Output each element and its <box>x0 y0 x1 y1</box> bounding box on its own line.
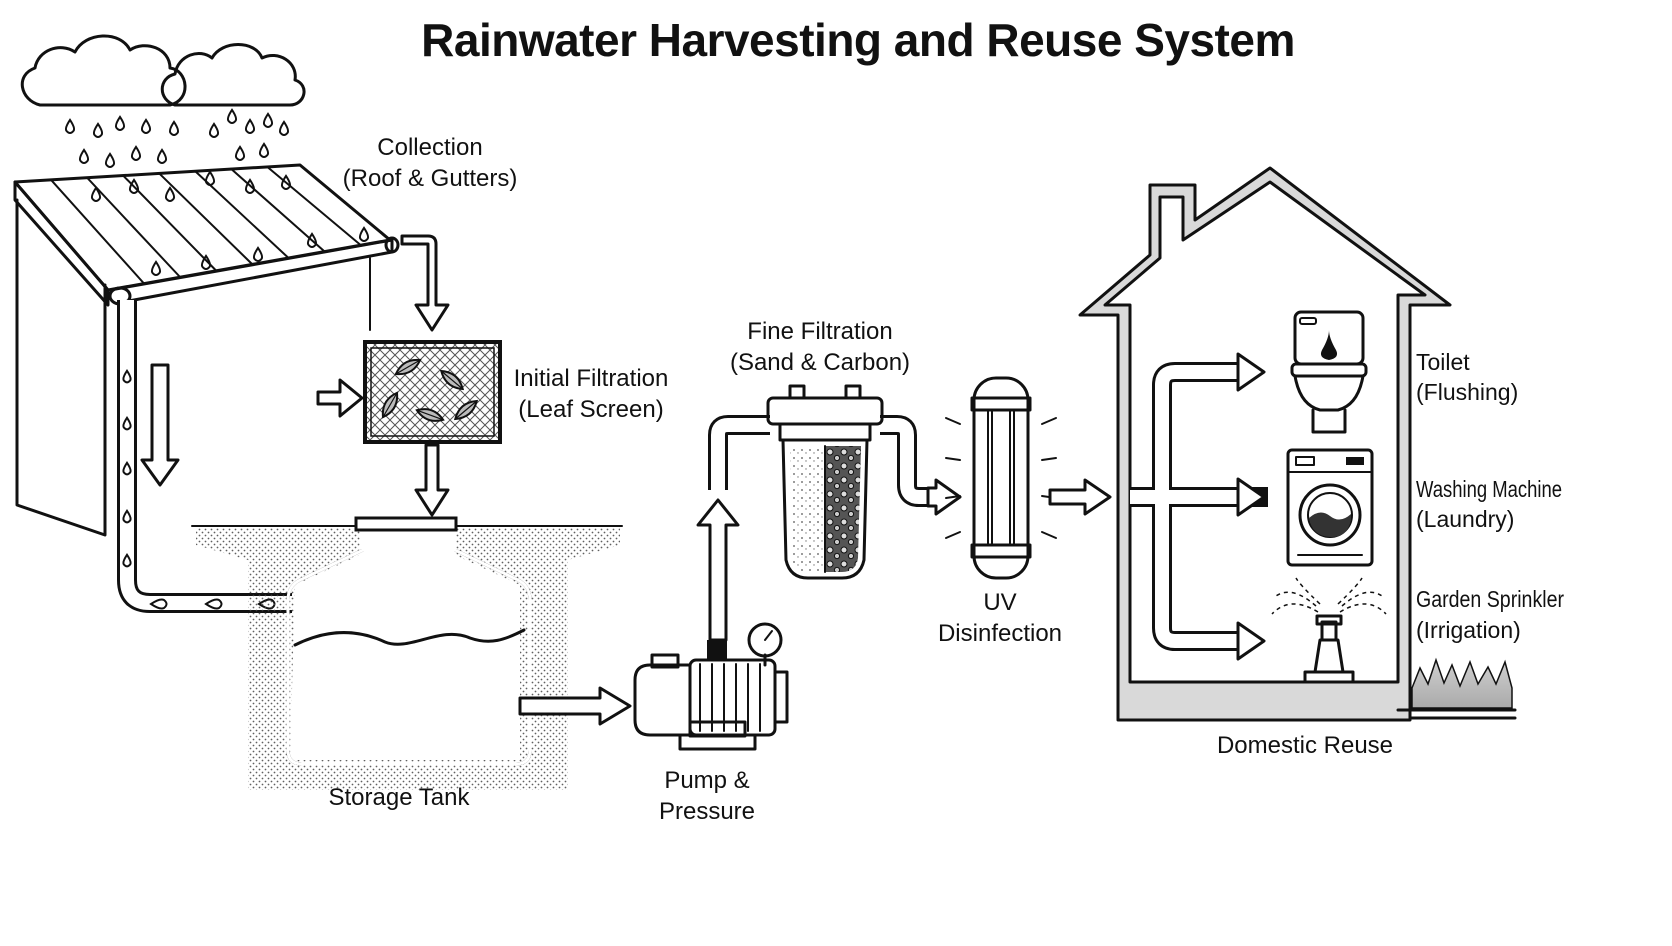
sprinkler-icon <box>1271 577 1387 684</box>
raindrop-icon <box>122 368 132 384</box>
leaf-icon <box>439 369 465 391</box>
svg-text:Pressure: Pressure <box>659 798 755 825</box>
svg-text:Garden Sprinkler: Garden Sprinkler <box>1416 586 1564 612</box>
use-label-toilet: Toilet (Flushing) <box>1416 349 1518 405</box>
flow-arrow-down <box>140 363 180 487</box>
svg-text:Collection: Collection <box>377 134 482 161</box>
house-outline <box>1078 166 1517 722</box>
fine-filtration-label: Fine Filtration (Sand & Carbon) <box>730 318 910 376</box>
raindrop-icon <box>278 120 290 136</box>
storage-tank <box>191 516 623 790</box>
pump-icon <box>633 622 789 751</box>
pump-label: Pump & Pressure <box>659 767 755 825</box>
svg-text:Toilet: Toilet <box>1416 349 1470 375</box>
svg-text:(Leaf Screen): (Leaf Screen) <box>518 396 663 423</box>
raindrop-icon <box>252 246 264 262</box>
svg-text:Initial Filtration: Initial Filtration <box>514 365 669 392</box>
svg-text:(Laundry): (Laundry) <box>1416 506 1514 532</box>
raindrop-icon <box>140 118 152 134</box>
raindrop-icon <box>122 552 132 568</box>
raindrop-icon <box>234 145 246 161</box>
leaf-icon <box>415 408 445 422</box>
raindrop-icon <box>149 598 168 610</box>
svg-text:UV: UV <box>983 589 1016 616</box>
raindrop-icon <box>226 108 238 124</box>
diagram-title: Rainwater Harvesting and Reuse System <box>421 14 1295 66</box>
flow-arrow-to-house <box>1048 478 1112 516</box>
collection-label: Collection (Roof & Gutters) <box>343 134 518 192</box>
raindrop-icon <box>90 186 102 202</box>
svg-text:Storage Tank: Storage Tank <box>329 784 471 811</box>
svg-text:(Irrigation): (Irrigation) <box>1416 617 1521 643</box>
filter-pipe <box>708 415 930 507</box>
svg-text:(Flushing): (Flushing) <box>1416 379 1518 405</box>
raindrop-icon <box>122 415 132 431</box>
toilet-icon <box>1290 310 1368 434</box>
svg-text:Washing Machine: Washing Machine <box>1416 476 1562 502</box>
raindrop-icon <box>258 142 270 158</box>
flow-arrow-up <box>696 498 740 642</box>
distribution-pipes <box>1130 352 1268 661</box>
raindrop-icon <box>78 148 90 164</box>
flow-arrow-to-uv <box>926 478 962 516</box>
raindrop-icon <box>262 112 274 128</box>
svg-text:Domestic Reuse: Domestic Reuse <box>1217 732 1393 759</box>
flow-arrow-to-pump <box>518 686 632 726</box>
svg-text:Fine Filtration: Fine Filtration <box>747 318 892 345</box>
raindrop-icon <box>156 148 168 164</box>
flow-arrow-gutter <box>400 234 450 332</box>
raindrop-icon <box>104 152 116 168</box>
leaf-icon <box>453 399 479 421</box>
flow-arrow-to-tank <box>414 443 450 517</box>
leaf-icon <box>381 391 399 419</box>
raindrop-icon <box>150 260 162 276</box>
uv-label: UV Disinfection <box>938 589 1062 647</box>
washing-machine-icon <box>1286 448 1374 567</box>
svg-text:(Roof & Gutters): (Roof & Gutters) <box>343 165 518 192</box>
use-label-washing-machine: Washing Machine (Laundry) <box>1416 476 1562 532</box>
svg-text:Pump &: Pump & <box>664 767 749 794</box>
raindrop-icon <box>122 460 132 476</box>
flow-arrow-side <box>316 378 364 418</box>
raindrop-icon <box>164 186 176 202</box>
rain-cloud-icon <box>20 34 370 276</box>
raindrop-icon <box>114 115 126 131</box>
svg-text:(Sand & Carbon): (Sand & Carbon) <box>730 349 910 376</box>
raindrop-icon <box>204 598 223 610</box>
use-label-sprinkler: Garden Sprinkler (Irrigation) <box>1416 586 1564 643</box>
roof-building <box>13 163 400 537</box>
initial-filtration-label: Initial Filtration (Leaf Screen) <box>514 365 669 423</box>
leaf-icon <box>394 358 422 376</box>
domestic-reuse-label: Domestic Reuse <box>1217 732 1393 759</box>
raindrop-icon <box>122 508 132 524</box>
fine-filter-icon <box>766 384 884 580</box>
raindrop-icon <box>168 120 180 136</box>
uv-lamp-icon <box>945 376 1057 580</box>
raindrop-icon <box>92 122 104 138</box>
raindrop-icon <box>130 145 142 161</box>
svg-text:Disinfection: Disinfection <box>938 620 1062 647</box>
raindrop-icon <box>358 226 370 242</box>
raindrop-icon <box>64 118 76 134</box>
raindrop-icon <box>208 122 220 138</box>
raindrop-icon <box>244 118 256 134</box>
leaf-screen <box>363 340 502 444</box>
storage-tank-label: Storage Tank <box>329 784 471 811</box>
